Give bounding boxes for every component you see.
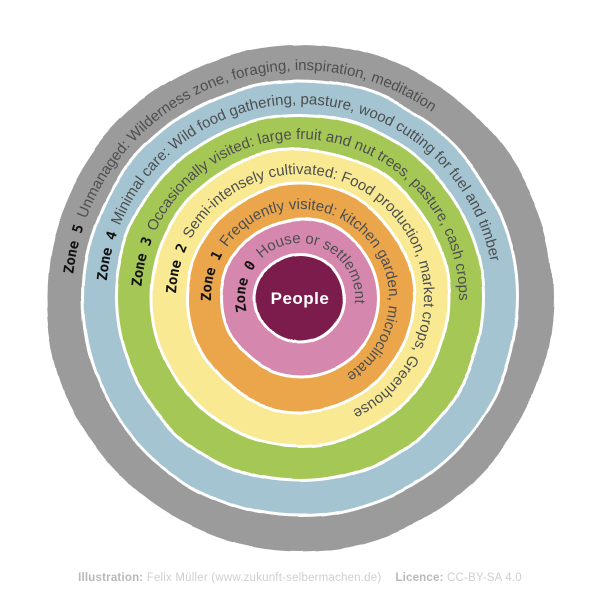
rings-group (47, 45, 553, 551)
illustration-value: Felix Müller (www.zukunft-selbermachen.d… (143, 571, 382, 584)
licence-value: CC-BY-SA 4.0 (443, 571, 522, 584)
licence-label: Licence: (395, 571, 444, 584)
center-circle (257, 255, 343, 341)
credit-line: Illustration: Felix Müller (www.zukunft-… (0, 571, 600, 585)
center-label: People (271, 289, 330, 308)
illustration-label: Illustration: (78, 571, 144, 584)
